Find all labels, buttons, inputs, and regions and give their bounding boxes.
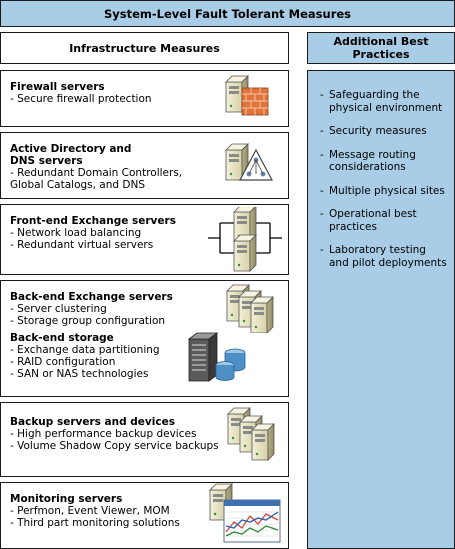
section-item: - RAID configuration: [10, 356, 116, 368]
best-practice-item: -Message routing considerations: [320, 148, 416, 174]
section-title: Firewall servers: [10, 81, 105, 93]
firewall-section: Firewall servers - Secure firewall prote…: [0, 70, 289, 127]
section-item: - Perfmon, Event Viewer, MOM: [10, 505, 170, 517]
section-title: Front-end Exchange servers: [10, 215, 176, 227]
backup-section: Backup servers and devices - High perfor…: [0, 402, 289, 477]
load-balanced-servers-icon: [208, 207, 282, 272]
monitoring-chart-icon: [209, 483, 281, 543]
section-item: - Network load balancing: [10, 227, 142, 239]
directory-section: Active Directory and DNS servers - Redun…: [0, 132, 289, 199]
section-item: - Third part monitoring solutions: [10, 517, 180, 529]
frontend-section: Front-end Exchange servers - Network loa…: [0, 204, 289, 275]
section-title: Active Directory and: [10, 143, 132, 155]
section-title: Back-end Exchange servers: [10, 291, 173, 303]
best-practice-item: -Multiple physical sites: [320, 184, 445, 197]
backup-servers-icon: [227, 407, 275, 461]
best-practice-item: -Laboratory testing and pilot deployment…: [320, 244, 447, 269]
section-item: Global Catalogs, and DNS: [10, 179, 145, 191]
section-item: - Redundant Domain Controllers,: [10, 167, 183, 179]
infrastructure-header: Infrastructure Measures: [0, 32, 289, 64]
domain-controller-icon: [225, 143, 273, 181]
storage-array-icon: [187, 332, 246, 382]
monitoring-section: Monitoring servers - Perfmon, Event View…: [0, 482, 289, 549]
section-item: - High performance backup devices: [10, 428, 197, 440]
section-item: - Volume Shadow Copy service backups: [10, 440, 219, 452]
section-title: Monitoring servers: [10, 493, 123, 505]
section-title: Back-end storage: [10, 332, 114, 344]
section-item: - Server clustering: [10, 303, 107, 315]
best-practice-item: -Operational best practices: [320, 208, 417, 233]
section-item: - SAN or NAS technologies: [10, 368, 149, 380]
best-practices-panel: -Safeguarding the physical environment -…: [307, 70, 455, 549]
best-practice-item: -Security measures: [320, 125, 427, 137]
section-item: - Exchange data partitioning: [10, 344, 160, 356]
best-practices-header: Additional Best Practices: [307, 32, 455, 64]
section-item: - Storage group configuration: [10, 315, 166, 327]
diagram-title: System-Level Fault Tolerant Measures: [0, 0, 455, 27]
server-cluster-icon: [226, 284, 274, 333]
section-item: - Secure firewall protection: [10, 93, 152, 105]
section-title: Backup servers and devices: [10, 416, 175, 428]
backend-section: Back-end Exchange servers - Server clust…: [0, 280, 289, 397]
best-practice-item: -Safeguarding the physical environment: [320, 89, 443, 114]
section-item: - Redundant virtual servers: [10, 239, 154, 251]
firewall-server-icon: [225, 75, 269, 116]
section-title: DNS servers: [10, 155, 83, 167]
